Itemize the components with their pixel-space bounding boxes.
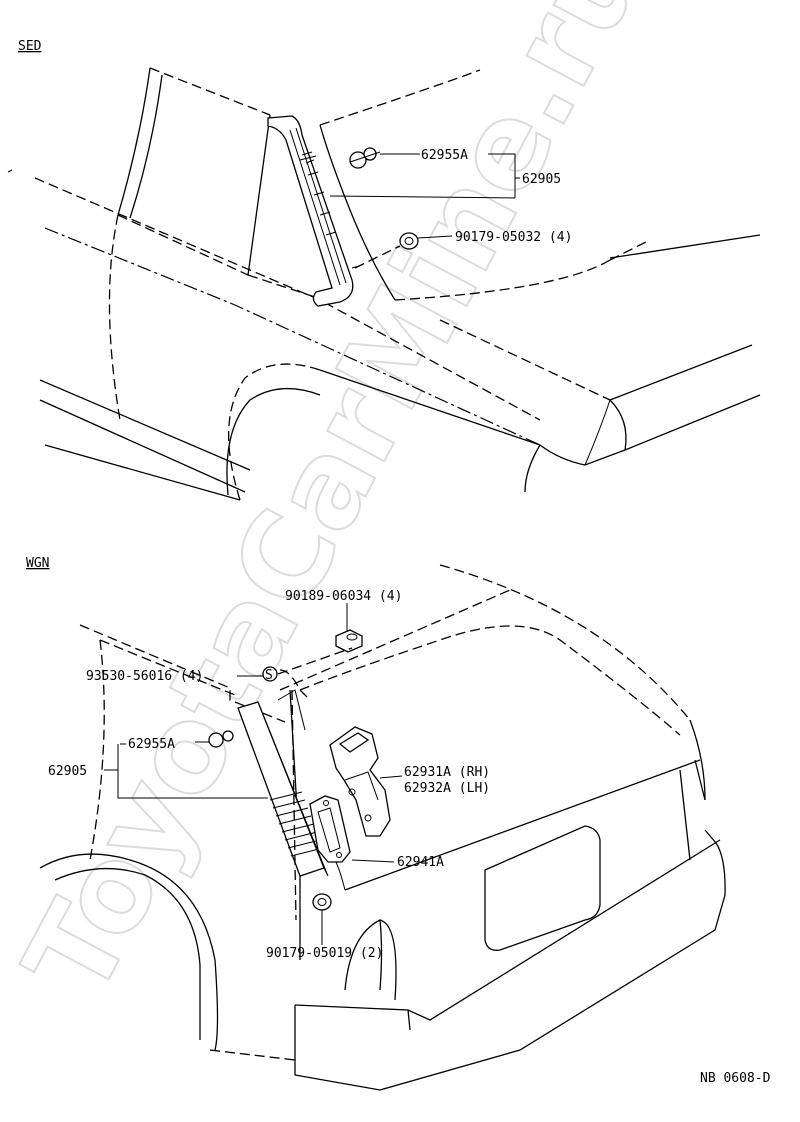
sed-label-90179-05032: 90179-05032 (4)	[455, 230, 572, 245]
wgn-section-label: WGN	[26, 556, 49, 571]
sed-nut-part	[399, 232, 419, 250]
sed-label-62905: 62905	[522, 172, 561, 187]
wgn-garnish-part	[237, 689, 329, 877]
sed-clip-part	[349, 147, 381, 169]
wgn-label-62955A: 62955A	[128, 737, 175, 752]
wgn-body-outline	[39, 564, 726, 1091]
wgn-duct-part	[329, 726, 391, 837]
wgn-nut-top-part	[335, 629, 363, 653]
screw-symbol: S	[265, 668, 273, 683]
wgn-label-93530-56016: 93530-56016 (4)	[86, 669, 203, 684]
wgn-label-62941A: 62941A	[397, 855, 444, 870]
wgn-label-62905: 62905	[48, 764, 87, 779]
wgn-label-62931A: 62931A (RH)	[404, 765, 490, 780]
sed-section: SED	[18, 39, 761, 501]
wgn-clip-part	[208, 730, 234, 748]
wgn-label-90189-06034: 90189-06034 (4)	[285, 589, 402, 604]
wgn-screw-part: S	[262, 666, 278, 683]
sed-garnish-part	[267, 115, 363, 307]
sed-section-label: SED	[18, 39, 42, 54]
sed-label-62955A: 62955A	[421, 148, 468, 163]
wgn-label-62932A: 62932A (LH)	[404, 781, 490, 796]
watermark-text: ToyotaCarMine.ru	[0, 0, 672, 1019]
wgn-label-90179-05019: 90179-05019 (2)	[266, 946, 383, 961]
wgn-gasket-part	[309, 795, 351, 863]
stray-mark	[7, 169, 13, 173]
wgn-section: WGN	[26, 556, 726, 1091]
sed-body-outline	[34, 67, 761, 501]
wgn-nut-bottom-part	[312, 893, 332, 911]
figure-code: NB 0608-D	[700, 1071, 771, 1086]
